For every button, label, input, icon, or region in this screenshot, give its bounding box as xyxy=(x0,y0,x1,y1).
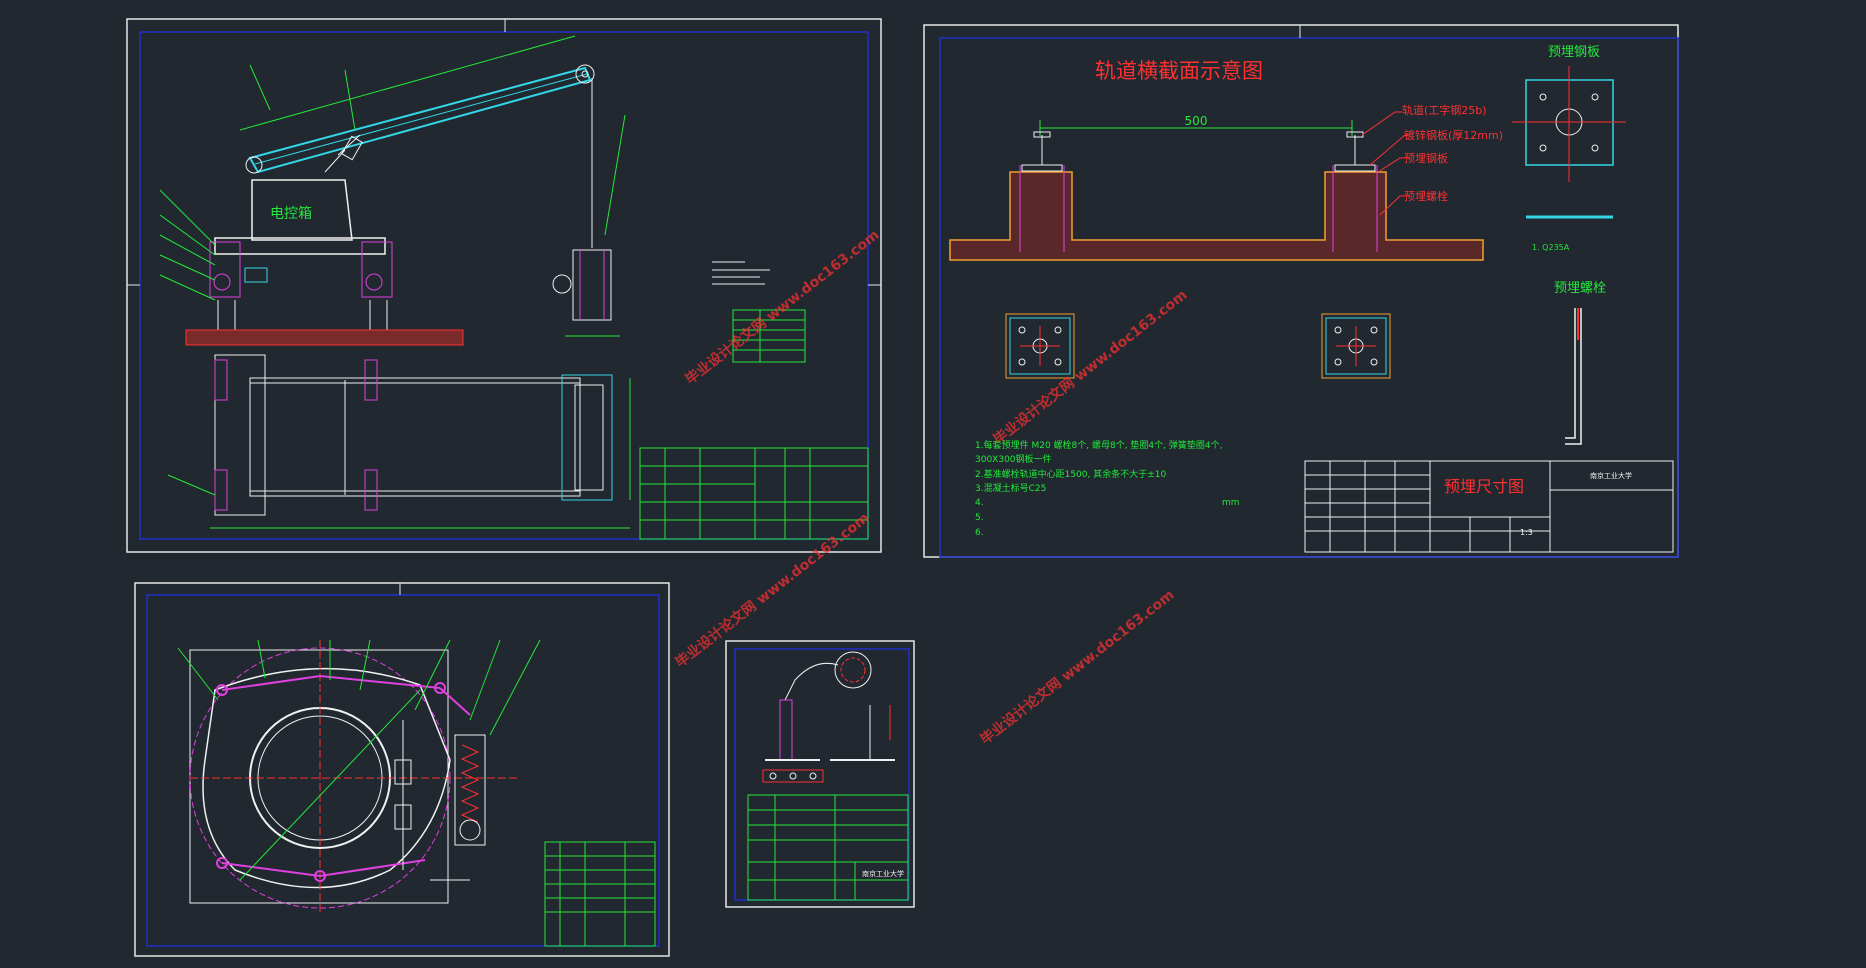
sheet2-notes: 1.每套预埋件 M20 螺栓8个, 螺母8个, 垫圈4个, 弹簧垫圈4个, 30… xyxy=(975,439,1240,538)
hanging-basket xyxy=(552,78,620,337)
sheet1-title-block xyxy=(639,447,869,540)
dimension-500: 500 xyxy=(1039,114,1353,136)
plate-material-note: 1. Q235A xyxy=(1532,243,1570,252)
rail-left xyxy=(1019,131,1065,252)
callout-embedded-bolt: 预埋螺栓 xyxy=(1404,189,1448,203)
control-box-label: 电控箱 xyxy=(270,206,312,222)
embedded-bolt-title: 预埋螺栓 xyxy=(1554,281,1606,296)
brake-housing xyxy=(189,640,520,915)
sheet2-title-block-name: 预埋尺寸图 xyxy=(1444,477,1524,496)
svg-text:mm: mm xyxy=(1222,498,1240,508)
brake-spring-assembly xyxy=(394,720,486,881)
watermark-3: 毕业设计论文网 www.doc163.com xyxy=(672,509,872,671)
brake-arms xyxy=(216,674,471,882)
plan-view xyxy=(210,354,631,529)
sheet2-title-block xyxy=(1304,460,1674,553)
sheet4-title-block-org: 南京工业大学 xyxy=(862,869,904,878)
svg-text:500: 500 xyxy=(1185,114,1208,128)
svg-text:1.每套预埋件 M20 螺栓8个, 螺母8个, 垫圈4个,: 1.每套预埋件 M20 螺栓8个, 螺母8个, 垫圈4个, 弹簧垫圈4个, xyxy=(975,439,1222,451)
sheet3-leaders xyxy=(177,639,541,881)
sheet4-title-block xyxy=(747,794,909,901)
embedded-plate-title: 预埋钢板 xyxy=(1548,45,1600,60)
sheet-4-bracket-detail: 南京工业大学 xyxy=(725,640,915,908)
svg-text:毕业设计论文网 www.doc163.com: 毕业设计论文网 www.doc163.com xyxy=(977,586,1177,748)
control-box: 电控箱 xyxy=(251,179,353,241)
callout-rail: 轨道(工字钢25b) xyxy=(1402,103,1487,117)
watermark-2: 毕业设计论文网 www.doc163.com xyxy=(990,286,1190,448)
rail-section-title: 轨道横截面示意图 xyxy=(1095,59,1263,83)
svg-text:300X300钢板一件: 300X300钢板一件 xyxy=(975,453,1052,465)
embedded-bolt-detail xyxy=(1565,308,1582,445)
sheet2-title-block-org: 南京工业大学 xyxy=(1590,471,1632,480)
svg-text:毕业设计论文网 www.doc163.com: 毕业设计论文网 www.doc163.com xyxy=(672,509,872,671)
callout-galvanized-plate: 镀锌钢板(厚12mm) xyxy=(1404,128,1503,142)
embedded-plate-detail xyxy=(1512,66,1626,219)
boom-arm xyxy=(239,35,595,174)
sheet-3-brake-mechanism xyxy=(134,582,670,957)
svg-text:5.: 5. xyxy=(975,513,984,523)
hanger-hook xyxy=(762,651,895,783)
watermark-4: 毕业设计论文网 www.doc163.com xyxy=(977,586,1177,748)
trolley-base xyxy=(209,237,393,330)
svg-text:6.: 6. xyxy=(975,528,984,538)
watermark-1: 毕业设计论文网 www.doc163.com xyxy=(682,226,882,388)
sheet-1-hoist-assembly: 电控箱 xyxy=(126,18,882,553)
sheet3-title-block xyxy=(544,841,656,947)
sheet1-notes xyxy=(712,261,770,285)
concrete-foundation xyxy=(949,131,1484,261)
svg-text:2.基准螺栓轨道中心距1500, 其余条不大于±10: 2.基准螺栓轨道中心距1500, 其余条不大于±10 xyxy=(975,468,1166,480)
sheet2-title-block-scale: 1:3 xyxy=(1520,528,1533,537)
svg-text:毕业设计论文网 www.doc163.com: 毕业设计论文网 www.doc163.com xyxy=(990,286,1190,448)
rail-right xyxy=(1332,131,1378,252)
callout-embedded-plate: 预埋钢板 xyxy=(1404,151,1448,165)
embedded-plate-plan-left xyxy=(1005,313,1075,379)
concrete-floor-strip xyxy=(185,329,464,346)
sheet1-parts-list-small xyxy=(732,309,806,363)
embedded-plate-plan-right xyxy=(1321,313,1391,379)
callout-leaders xyxy=(1361,111,1410,216)
svg-text:4.: 4. xyxy=(975,498,984,508)
sheet1-leaders xyxy=(159,64,626,496)
svg-text:3.混凝土标号C25: 3.混凝土标号C25 xyxy=(975,482,1046,494)
sheet-2-rail-section: 轨道横截面示意图 500 xyxy=(923,24,1679,558)
svg-text:毕业设计论文网 www.doc163.com: 毕业设计论文网 www.doc163.com xyxy=(682,226,882,388)
